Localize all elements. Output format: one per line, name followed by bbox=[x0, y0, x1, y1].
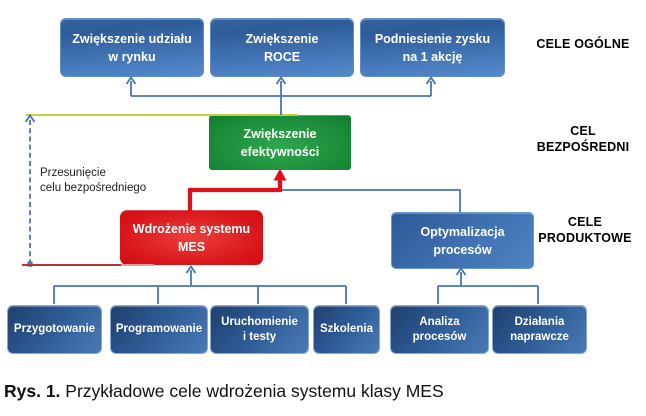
goal-text: Podniesienie zysku bbox=[374, 31, 491, 46]
figure-caption-number: Rys. 1. bbox=[4, 381, 61, 401]
goal-text: procesów bbox=[433, 242, 492, 257]
task-text: procesów bbox=[412, 330, 467, 343]
figure-caption: Rys. 1. Przykładowe cele wdrożenia syste… bbox=[4, 381, 444, 402]
task-text: Analiza bbox=[419, 315, 460, 328]
task-text: naprawcze bbox=[510, 330, 569, 343]
red-arrow bbox=[187, 168, 287, 211]
goal-text: efektywności bbox=[240, 144, 320, 159]
goal-text: Wdrożenie systemu bbox=[132, 221, 251, 236]
label-general-goals: CELE OGÓLNE bbox=[520, 36, 646, 52]
task-box-programming: Programowanie bbox=[110, 305, 208, 354]
goal-box-mes-implementation: Wdrożenie systemu MES bbox=[120, 210, 263, 265]
task-text: Przygotowanie bbox=[13, 323, 96, 335]
task-text: Działania bbox=[514, 315, 565, 328]
mes-task-connectors bbox=[53, 264, 347, 304]
figure-caption-text: Przykładowe cele wdrożenia systemu klasy… bbox=[60, 381, 444, 401]
label-text: BEZPOŚREDNI bbox=[536, 140, 630, 154]
label-text: CEL bbox=[570, 124, 596, 138]
optimization-link-line bbox=[281, 189, 461, 212]
goal-box-profit-per-share: Podniesienie zysku na 1 akcję bbox=[360, 18, 505, 77]
goal-text: w rynku bbox=[108, 49, 156, 64]
goal-text: Zwiększenie udziału bbox=[72, 31, 192, 46]
opt-task-connectors bbox=[437, 266, 539, 304]
goal-text: na 1 akcję bbox=[402, 49, 463, 64]
annotation-text: celu bezpośredniego bbox=[40, 181, 147, 194]
annotation-goal-shift: Przesunięcie celu bezpośredniego bbox=[40, 166, 146, 195]
label-text: PRODUKTOWE bbox=[538, 231, 632, 245]
label-text: CELE OGÓLNE bbox=[536, 37, 630, 51]
goal-text: Zwiększenie bbox=[245, 31, 319, 46]
task-box-process-analysis: Analiza procesów bbox=[390, 305, 489, 354]
goal-text: MES bbox=[177, 239, 206, 254]
goal-box-market-share: Zwiększenie udziału w rynku bbox=[60, 18, 204, 77]
annotation-text: Przesunięcie bbox=[40, 167, 106, 179]
label-text: CELE bbox=[567, 215, 603, 229]
task-box-corrective-actions: Działania naprawcze bbox=[492, 305, 587, 354]
goal-box-efficiency: Zwiększenie efektywności bbox=[209, 115, 351, 170]
task-box-training: Szkolenia bbox=[313, 305, 380, 354]
goal-box-process-optimization: Optymalizacja procesów bbox=[391, 212, 534, 269]
task-box-preparation: Przygotowanie bbox=[7, 305, 102, 354]
top-connectors bbox=[125, 75, 437, 115]
goal-text: Zwiększenie bbox=[243, 126, 317, 141]
task-text: Programowanie bbox=[115, 323, 203, 335]
label-direct-goal: CEL BEZPOŚREDNI bbox=[520, 123, 646, 155]
goal-text: Optymalizacja bbox=[420, 224, 505, 239]
task-text: i testy bbox=[242, 330, 277, 343]
task-text: Uruchomienie bbox=[221, 315, 298, 328]
goal-text: ROCE bbox=[263, 49, 301, 64]
label-product-goals: CELE PRODUKTOWE bbox=[520, 214, 646, 246]
goal-box-roce: Zwiększenie ROCE bbox=[210, 18, 354, 77]
task-text: Szkolenia bbox=[319, 323, 374, 335]
task-box-launch-and-tests: Uruchomienie i testy bbox=[210, 305, 309, 354]
shift-measure-line bbox=[24, 113, 36, 267]
